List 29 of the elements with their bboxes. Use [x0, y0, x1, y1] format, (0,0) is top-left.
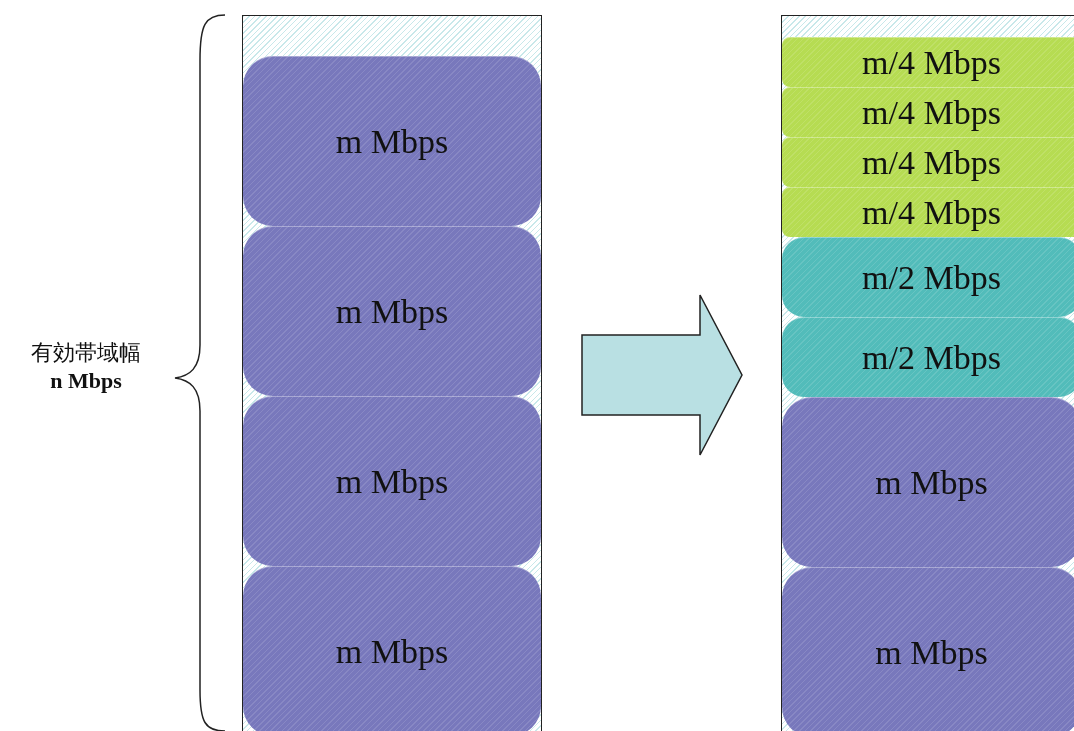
bandwidth-label: m Mbps: [335, 292, 449, 331]
channel-block: [782, 567, 1074, 731]
bandwidth-caption: 有効帯域幅: [31, 339, 141, 367]
channel-block: [782, 237, 1074, 317]
channel-block: [782, 37, 1074, 87]
bandwidth-value: n Mbps: [50, 368, 122, 394]
bandwidth-label: m/2 Mbps: [862, 338, 1001, 377]
channel-block: [243, 396, 541, 566]
channel-block: [782, 137, 1074, 187]
bandwidth-label: m Mbps: [335, 632, 449, 671]
bandwidth-label: m/4 Mbps: [862, 93, 1001, 132]
channel-block: [782, 187, 1074, 237]
channel-block: [243, 566, 541, 731]
channel-column: [781, 15, 1074, 731]
bandwidth-label: m Mbps: [875, 633, 988, 672]
bandwidth-label: m Mbps: [335, 122, 449, 161]
bandwidth-label: m/2 Mbps: [862, 258, 1001, 297]
channel-block: [243, 56, 541, 226]
block-arrow: [581, 294, 743, 456]
channel-block: [782, 87, 1074, 137]
channel-column: [242, 15, 542, 731]
bandwidth-label: m/4 Mbps: [862, 43, 1001, 82]
bandwidth-label: m/4 Mbps: [862, 143, 1001, 182]
bandwidth-label: m Mbps: [875, 463, 988, 502]
bandwidth-label: m Mbps: [335, 462, 449, 501]
channel-block: [243, 226, 541, 396]
channel-block: [782, 317, 1074, 397]
bandwidth-label: m/4 Mbps: [862, 193, 1001, 232]
channel-block: [782, 397, 1074, 567]
